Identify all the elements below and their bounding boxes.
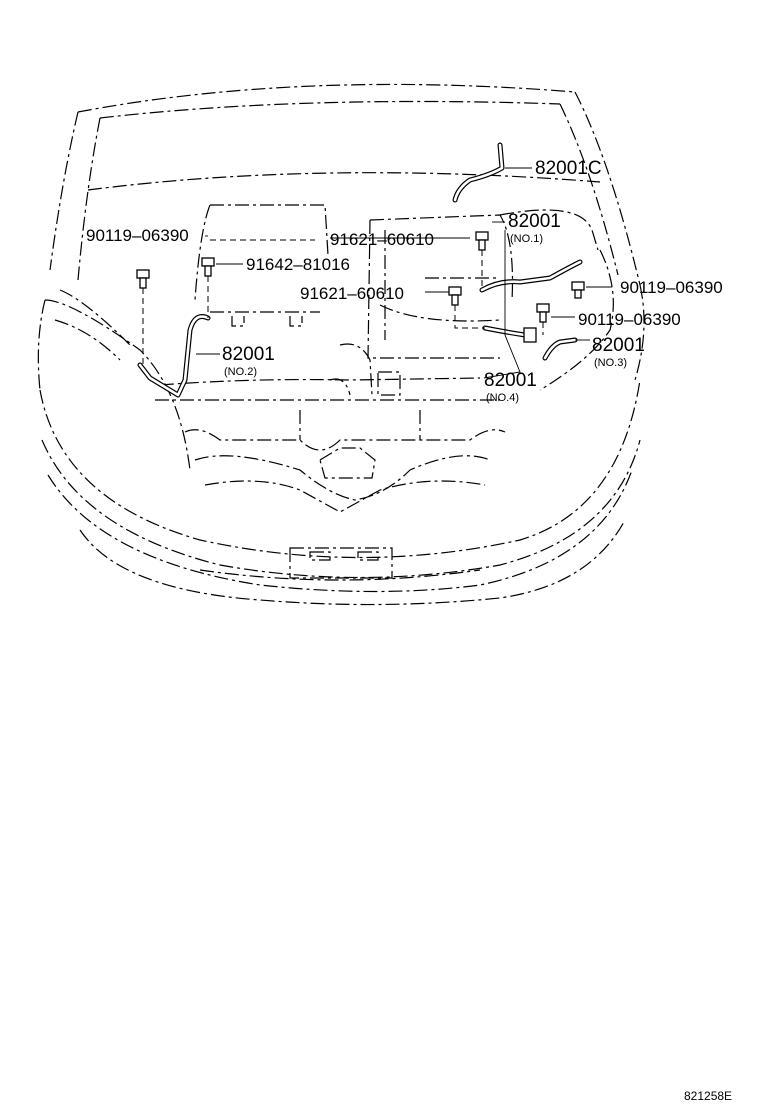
- label-91642: 91642–81016: [246, 255, 350, 274]
- part-labels: 82001C 82001 (NO.1) 90119–06390 91621–60…: [86, 158, 723, 404]
- label-82001-no3: 82001: [592, 335, 645, 356]
- illustration-number: 821258E: [684, 1089, 732, 1103]
- label-91621-upper: 91621–60610: [330, 230, 434, 249]
- wire-no2: [137, 314, 211, 398]
- label-90119-left: 90119–06390: [86, 226, 189, 245]
- bolt-90119-mid-icon: [536, 303, 550, 323]
- label-no3: (NO.3): [594, 357, 627, 369]
- label-82001-no4: 82001: [484, 370, 537, 391]
- wire-no4-terminal: [523, 327, 537, 343]
- leader-lines: [142, 167, 612, 379]
- bolt-91621-lower-icon: [448, 286, 462, 306]
- ground-wires: [137, 142, 583, 398]
- label-82001-no1: 82001: [508, 211, 561, 232]
- label-82001c: 82001C: [535, 158, 602, 179]
- label-91621-lower: 91621–60610: [300, 284, 404, 303]
- label-no2: (NO.2): [224, 366, 257, 378]
- bolt-91642-icon: [201, 257, 215, 277]
- bolt-90119-left-icon: [136, 269, 150, 289]
- label-90119-mid: 90119–06390: [578, 310, 681, 329]
- label-82001-no2: 82001: [222, 344, 275, 365]
- car-body-outline: [37, 83, 645, 606]
- bolt-91621-upper-icon: [475, 231, 489, 251]
- wire-no1: [479, 259, 583, 293]
- label-no1: (NO.1): [510, 233, 543, 245]
- label-90119-right: 90119–06390: [620, 278, 723, 297]
- label-no4: (NO.4): [486, 392, 519, 404]
- bolt-90119-right-icon: [571, 281, 585, 299]
